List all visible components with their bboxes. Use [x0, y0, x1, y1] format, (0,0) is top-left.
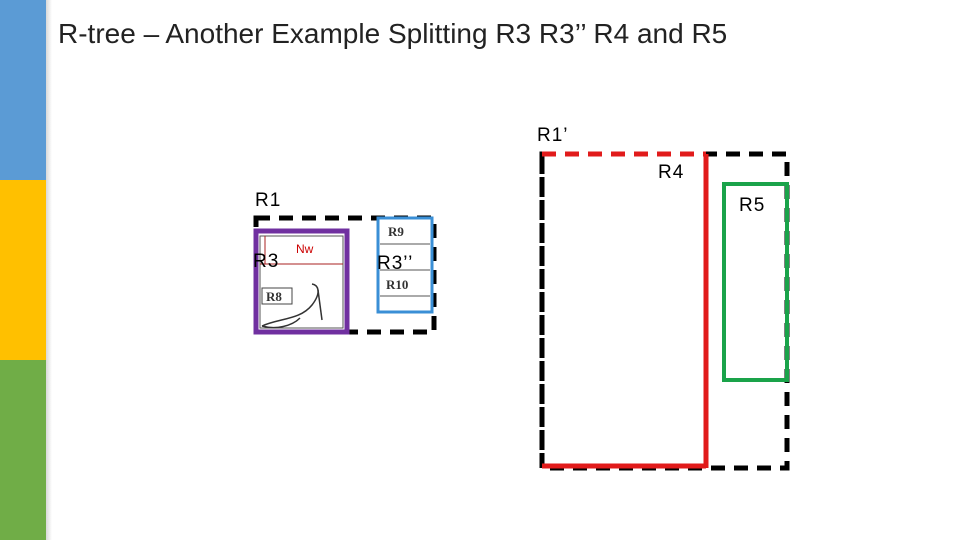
r4-region [539, 151, 709, 469]
r3-double-prime-region: R9 R10 [376, 216, 434, 314]
label-r5: R5 [739, 195, 766, 216]
r3-region: R8 Nw [253, 228, 350, 335]
r8-label: R8 [266, 289, 282, 304]
label-r1-prime: R1’ [537, 125, 569, 146]
accent-band-yellow [0, 180, 46, 360]
r9-label: R9 [388, 224, 404, 239]
accent-band-green [0, 360, 46, 540]
label-r3-double-prime: R3’’ [377, 253, 414, 274]
nw-label: Nw [296, 242, 314, 256]
accent-band-blue [0, 0, 46, 180]
label-r3: R3 [253, 251, 280, 272]
label-r1: R1 [255, 190, 282, 211]
label-r4: R4 [658, 162, 685, 183]
r10-label: R10 [386, 277, 408, 292]
r5-region [722, 182, 789, 382]
slide-title: R-tree – Another Example Splitting R3 R3… [58, 18, 728, 49]
accent-band-shadow [46, 0, 52, 540]
